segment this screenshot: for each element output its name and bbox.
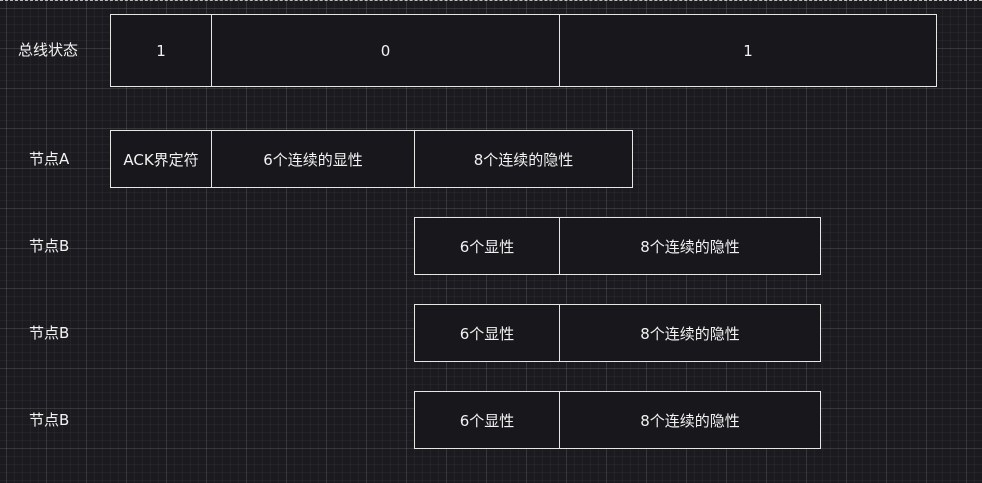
node-b-eight-recessive: 8个连续的隐性	[560, 304, 821, 362]
node-a-ack-delimiter: ACK界定符	[110, 130, 212, 188]
node-b-label: 节点B	[29, 237, 70, 255]
node-b-six-dominant: 6个显性	[414, 304, 560, 362]
bus-state-segment-0: 0	[212, 14, 560, 87]
top-dashed-border	[0, 0, 982, 1]
bus-state-label: 总线状态	[18, 41, 79, 59]
node-b-label: 节点B	[29, 324, 70, 342]
node-b-eight-recessive: 8个连续的隐性	[560, 391, 821, 449]
node-b-eight-recessive: 8个连续的隐性	[560, 217, 821, 275]
node-a-six-dominant: 6个连续的显性	[212, 130, 415, 188]
bus-state-segment-1: 1	[110, 14, 212, 87]
node-b-six-dominant: 6个显性	[414, 217, 560, 275]
node-b-label: 节点B	[29, 411, 70, 429]
node-a-eight-recessive: 8个连续的隐性	[415, 130, 633, 188]
node-b-six-dominant: 6个显性	[414, 391, 560, 449]
bus-state-segment-1b: 1	[560, 14, 937, 87]
node-a-label: 节点A	[29, 150, 70, 168]
